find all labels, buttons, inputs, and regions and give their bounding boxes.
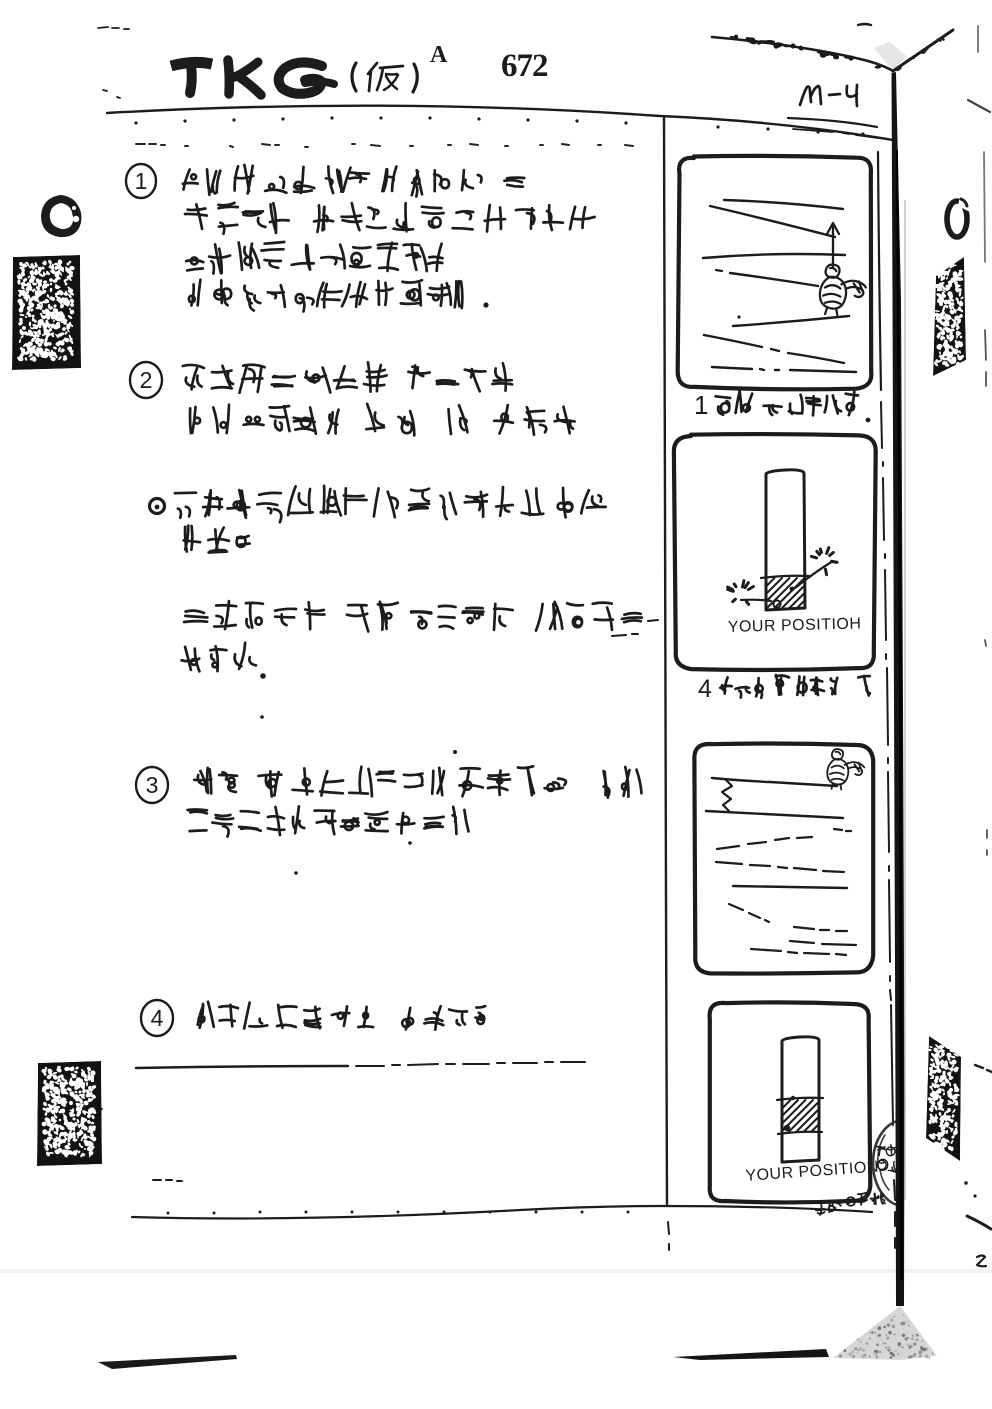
svg-text:1: 1 [694,390,708,420]
svg-text:672: 672 [501,48,548,84]
svg-text:1: 1 [135,168,148,194]
svg-text:YOUR POSITIOH: YOUR POSITIOH [728,615,862,635]
svg-text:4: 4 [151,1005,164,1031]
svg-text:3: 3 [146,772,159,798]
svg-text:2: 2 [140,367,153,393]
svg-text:A: A [430,42,448,68]
svg-text:4: 4 [698,675,712,703]
